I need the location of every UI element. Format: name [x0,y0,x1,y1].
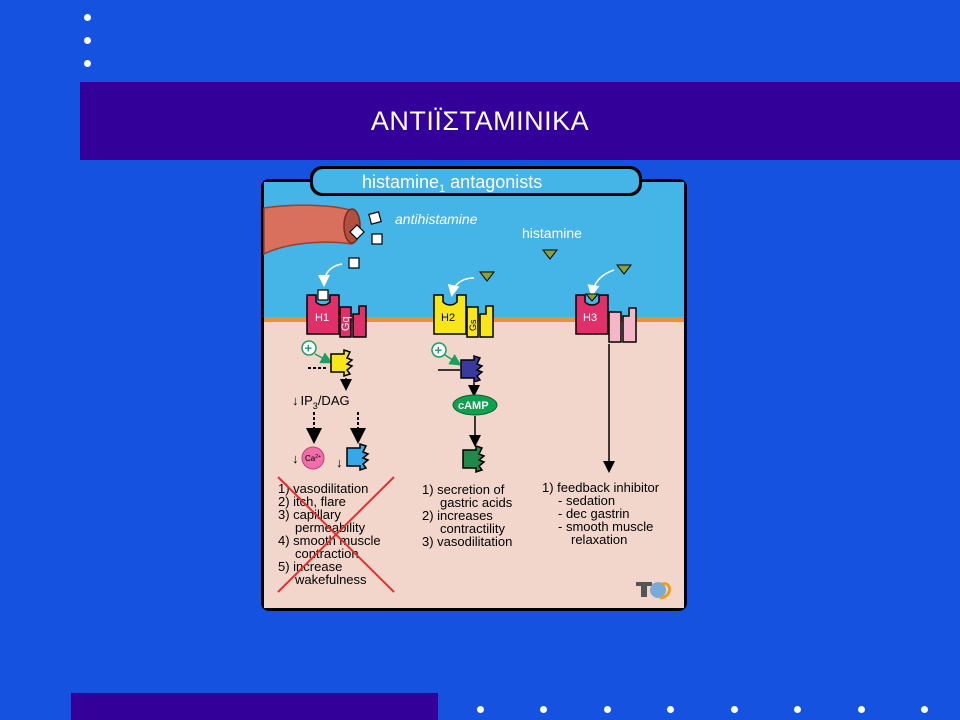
h2-effect-item: 1) secretion of [422,482,505,497]
h3-effect-item: 1) feedback inhibitor [542,480,660,495]
plus-symbol: + [305,341,313,356]
down-arrow-icon: ↓ [336,455,343,470]
h1-effect-item: 1) vasodilitation [278,481,368,496]
bullet-dot-icon [540,706,547,713]
header-rest-text: antagonists [445,172,542,192]
camp-icon [452,394,498,416]
h1-effect-item: 3) capillary [278,507,341,522]
bullet-dot-icon [794,706,801,713]
h3-receptor: H3 [575,293,637,343]
gs-label: Gs [468,319,478,331]
bullet-dot-icon [858,706,865,713]
bottom-band [71,693,438,720]
header-main-text: histamine [362,172,439,192]
antihistamine-molecule-icon [349,224,365,240]
gq-protein [339,306,352,338]
gq-label: Gq [340,316,352,331]
plus-symbol: + [435,343,443,358]
diagram-header-title: histamine1 antagonists [362,172,542,195]
histamine-antagonists-diagram: histamine1 antagonists antihistamine his… [261,166,687,611]
bullet-dot-icon [731,706,738,713]
activation-arrow [314,352,333,364]
ca-superscript: 2+ [315,454,321,460]
adenylyl-cyclase-icon [460,354,484,384]
calcium-ion-icon [301,446,325,470]
cross-out-icon [277,476,395,593]
protein-kinase-c-icon [346,442,370,472]
dag-text: /DAG [318,393,350,408]
antihistamine-molecule-icon [348,257,360,269]
ip3-dag-label: ↓IP3/DAG [292,393,350,411]
h3-effect-item: - dec gastrin [558,506,630,521]
binding-arrow [587,269,615,297]
h1-effects-list: 1) vasodilitation 2) itch, flare 3) capi… [278,481,381,587]
t2c-logo-icon [636,582,672,600]
histamine-molecule-icon [478,271,496,282]
protein-kinase-a-icon [462,444,486,474]
h1-label: H1 [315,312,329,324]
bullet-dot-icon [84,60,91,67]
h1-effect-item: contraction [295,546,359,561]
bullet-dot-icon [84,14,91,21]
h3-effects-list: 1) feedback inhibitor - sedation - dec g… [542,480,660,547]
h3-g-protein [608,311,622,343]
h2-effect-item: 3) vasodilitation [422,534,512,549]
antihistamine-molecule-icon [368,211,382,225]
down-arrow-icon: ↓ [292,393,299,408]
h2-effect-item: gastric acids [440,495,513,510]
title-band [80,82,960,160]
h1-effect-item: 5) increase [278,559,342,574]
h3-label: H3 [583,312,597,324]
calcium-label: Ca2+ [305,454,321,463]
h2-effect-item: 2) increases [422,508,493,523]
camp-label: cAMP [458,400,489,412]
histamine-label: histamine [522,225,582,241]
h3-effect-item: relaxation [571,532,627,547]
h2-effects-list: 1) secretion of gastric acids 2) increas… [422,482,513,549]
phospholipase-c-icon [330,348,354,378]
diagram-header [313,169,639,193]
bullet-dot-icon [921,706,928,713]
histamine-molecule-icon [615,264,633,275]
h1-receptor: H1 Gq [306,289,367,338]
bound-antihistamine-icon [317,289,329,301]
activation-arrow [444,354,462,366]
ip3-text: IP [301,393,313,408]
header-subscript: 1 [439,183,445,195]
h3-effect-item: - sedation [558,493,615,508]
slide-title: ΑΝΤΙΪΣΤΑΜΙΝΙΚΑ [370,106,590,136]
binding-arrow [318,263,343,287]
h1-effect-item: wakefulness [294,572,367,587]
bullet-dot-icon [477,706,484,713]
h2-label: H2 [441,312,455,324]
antihistamine-molecule-icon [371,233,383,245]
ca-text: Ca [305,454,316,463]
histamine-molecule-icon [541,249,559,260]
down-arrow-icon: ↓ [292,451,299,466]
bound-histamine-icon [584,293,600,302]
bullet-dot-icon [604,706,611,713]
h2-effect-item: contractility [440,521,506,536]
bullet-dot-icon [84,37,91,44]
h2-receptor: H2 Gs [433,294,494,338]
gs-protein [466,306,479,338]
h3-effect-item: - smooth muscle [558,519,653,534]
binding-arrow [447,277,475,297]
antihistamine-label: antihistamine [395,211,478,227]
plus-icon [431,342,447,358]
plus-icon [301,340,317,356]
h1-effect-item: 2) itch, flare [278,494,346,509]
bullet-dot-icon [667,706,674,713]
ip3-subscript: 3 [313,401,318,411]
